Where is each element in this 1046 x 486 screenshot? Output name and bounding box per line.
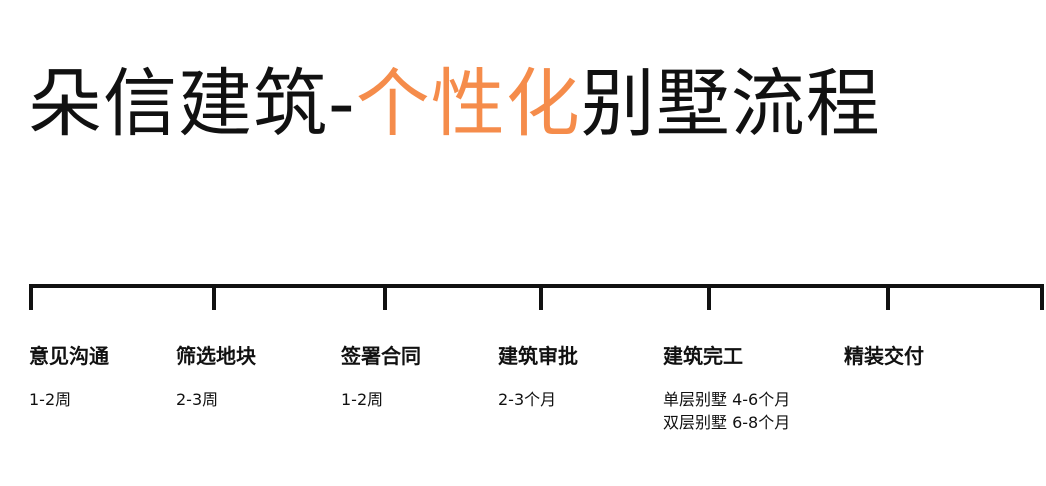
step-contract-signing: 签署合同 1-2周	[341, 340, 421, 411]
step-duration: 1-2周	[341, 388, 421, 411]
duration-line: 2-3个月	[498, 390, 557, 409]
step-building-approval: 建筑审批 2-3个月	[498, 340, 578, 411]
step-title: 意见沟通	[29, 344, 109, 368]
duration-line: 单层别墅 4-6个月	[663, 390, 791, 409]
duration-line: 2-3周	[176, 390, 219, 409]
timeline-tick	[707, 284, 711, 310]
title-highlight: 个性化	[355, 61, 581, 147]
timeline-tick	[539, 284, 543, 310]
step-title: 建筑完工	[663, 344, 743, 368]
duration-line: 1-2周	[341, 390, 384, 409]
timeline-tick	[383, 284, 387, 310]
duration-line: 1-2周	[29, 390, 72, 409]
page-title: 朵信建筑-个性化别墅流程	[28, 58, 881, 150]
timeline-line	[29, 284, 1044, 288]
step-construction-complete: 建筑完工 单层别墅 4-6个月 双层别墅 6-8个月	[663, 340, 790, 434]
timeline-tick	[886, 284, 890, 310]
step-land-selection: 筛选地块 2-3周	[176, 340, 256, 411]
step-consultation: 意见沟通 1-2周	[29, 340, 109, 411]
timeline-tick	[212, 284, 216, 310]
duration-line: 双层别墅 6-8个月	[663, 413, 791, 432]
title-part-1: 朵信建筑-	[28, 61, 356, 147]
step-duration: 2-3周	[176, 388, 256, 411]
step-duration: 单层别墅 4-6个月 双层别墅 6-8个月	[663, 388, 790, 434]
step-title: 精装交付	[844, 344, 924, 368]
step-duration: 2-3个月	[498, 388, 578, 411]
step-title: 签署合同	[341, 344, 421, 368]
step-duration: 1-2周	[29, 388, 109, 411]
step-title: 建筑审批	[498, 344, 578, 368]
step-title: 筛选地块	[176, 344, 256, 368]
step-finishing-delivery: 精装交付	[844, 340, 924, 372]
timeline-tick	[1040, 284, 1044, 310]
title-part-2: 别墅流程	[580, 61, 881, 147]
timeline-tick	[29, 284, 33, 310]
